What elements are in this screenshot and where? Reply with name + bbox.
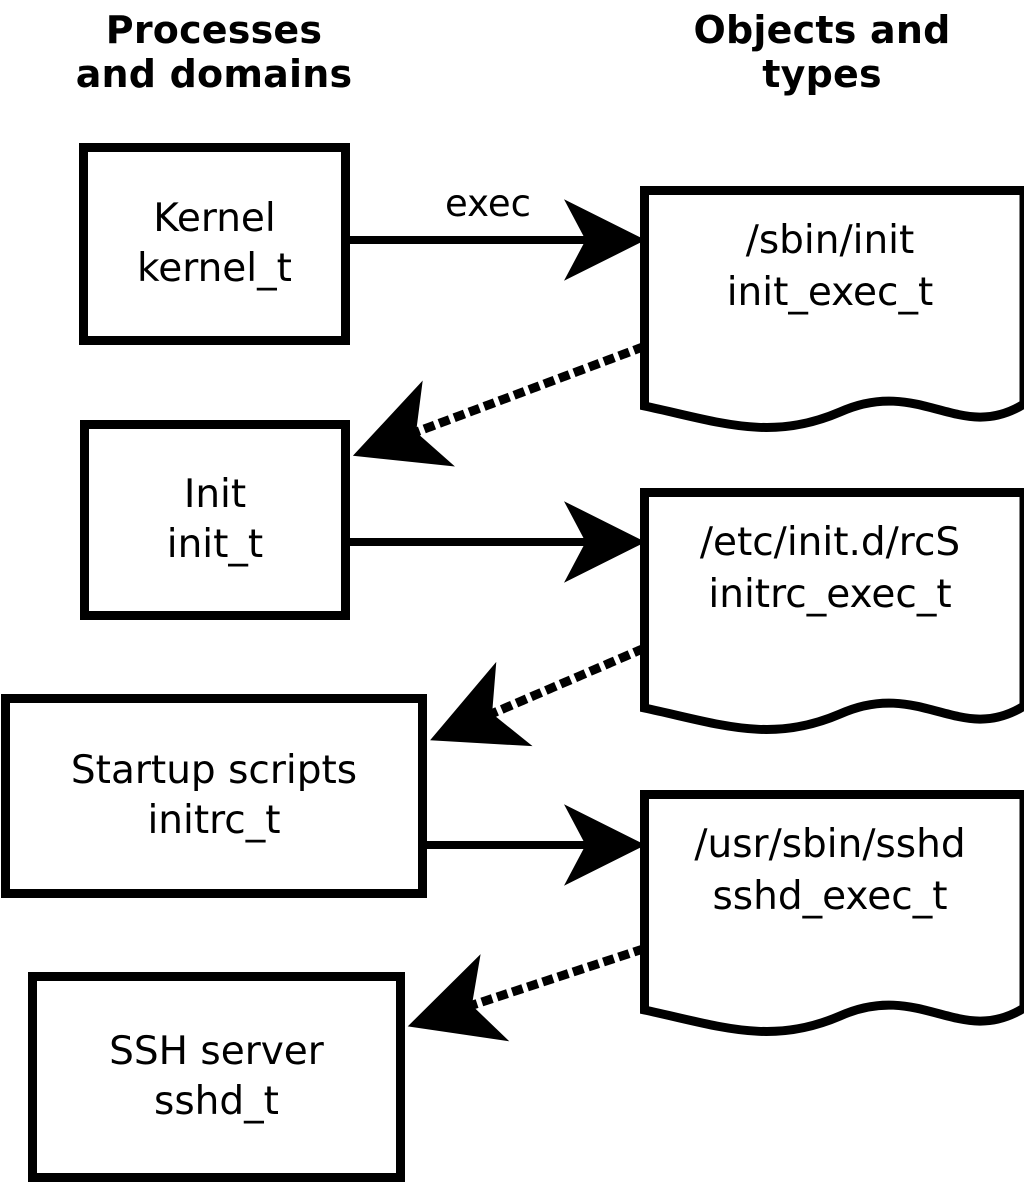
column-header-objects-line1: Objects and — [693, 8, 951, 52]
object-node-initrc-exec-shape[interactable] — [630, 478, 1024, 748]
process-node-kernel-type: kernel_t — [137, 246, 292, 291]
process-node-init-type: init_t — [166, 522, 264, 567]
object-node-sshd-exec-type: sshd_exec_t — [712, 874, 948, 919]
process-node-kernel-name: Kernel — [153, 196, 276, 241]
object-node-sshd-exec-path: /usr/sbin/sshd — [694, 822, 966, 867]
object-node-sshd-exec-label: /usr/sbin/sshd sshd_exec_t — [640, 819, 1020, 939]
edge-label-exec: exec — [445, 182, 531, 225]
process-node-initrc-name: Startup scripts — [70, 748, 358, 793]
object-node-initrc-exec-type: initrc_exec_t — [708, 572, 952, 617]
process-node-kernel[interactable]: Kernel kernel_t — [79, 143, 350, 345]
column-header-processes: Processes and domains — [14, 8, 414, 96]
edge-sshd-exec-to-sshd — [407, 944, 646, 1042]
column-header-objects-line2: types — [762, 52, 882, 96]
object-node-init-exec-path: /sbin/init — [745, 218, 915, 263]
process-node-initrc-type: initrc_t — [147, 798, 281, 843]
process-node-init[interactable]: Init init_t — [80, 420, 350, 620]
process-node-init-name: Init — [183, 472, 247, 517]
process-node-sshd-type: sshd_t — [154, 1079, 279, 1124]
edge-initrc-exec-to-initrc — [430, 644, 646, 747]
object-node-init-exec-type: init_exec_t — [726, 270, 934, 315]
object-node-init-exec-label: /sbin/init init_exec_t — [640, 215, 1020, 335]
edge-init-exec-to-init — [352, 342, 646, 467]
process-node-sshd[interactable]: SSH server sshd_t — [28, 972, 405, 1182]
object-node-initrc-exec-path: /etc/init.d/rcS — [699, 520, 961, 565]
object-node-init-exec-shape[interactable] — [630, 176, 1024, 446]
column-header-processes-line1: Processes — [105, 8, 323, 52]
process-node-initrc[interactable]: Startup scripts initrc_t — [1, 694, 427, 898]
column-header-processes-line2: and domains — [75, 52, 353, 96]
column-header-objects: Objects and types — [620, 8, 1024, 96]
object-node-sshd-exec-shape[interactable] — [630, 780, 1024, 1050]
process-node-sshd-name: SSH server — [109, 1029, 324, 1074]
object-node-initrc-exec-label: /etc/init.d/rcS initrc_exec_t — [640, 517, 1020, 637]
